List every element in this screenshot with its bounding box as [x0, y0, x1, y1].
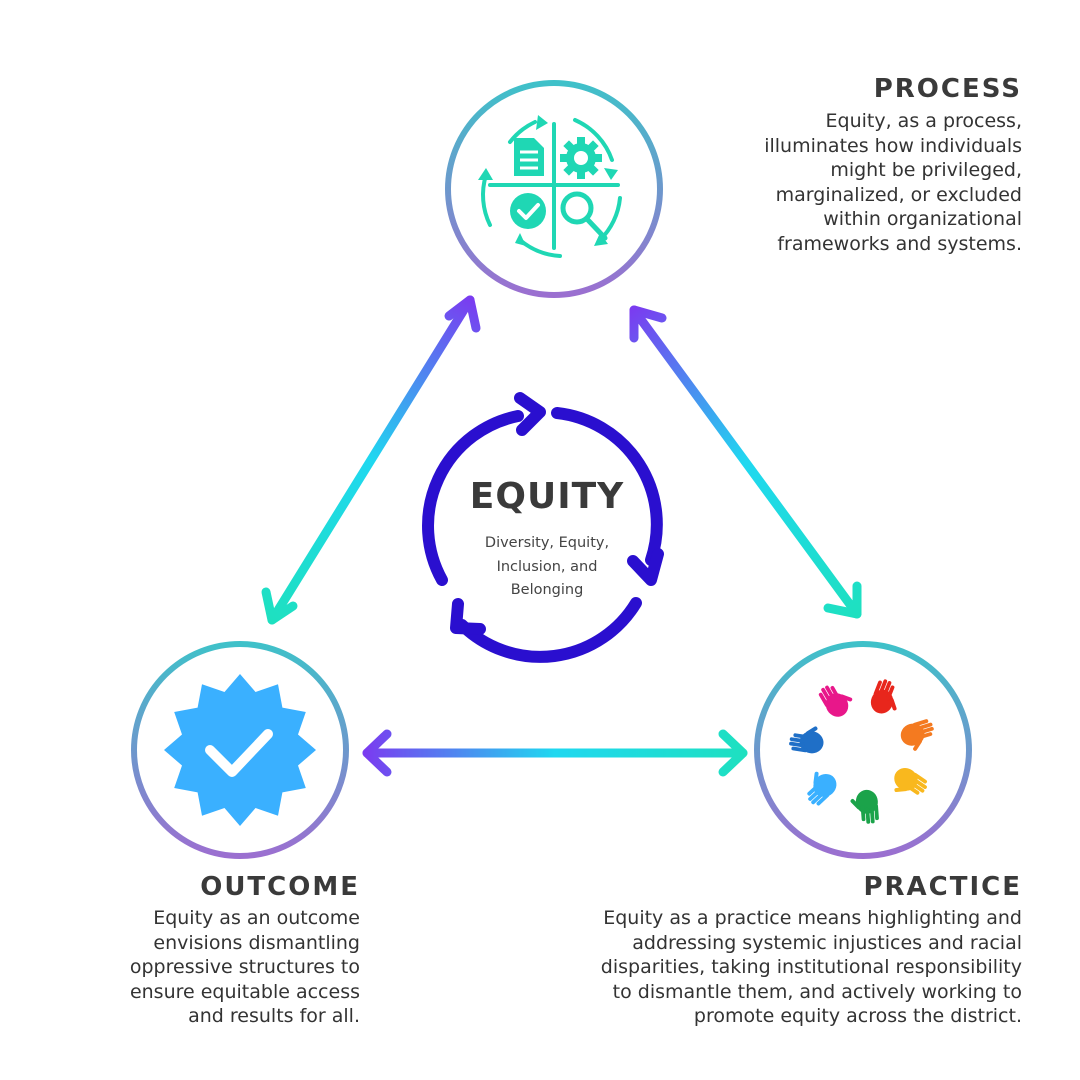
- outcome-heading: OUTCOME: [200, 872, 360, 902]
- hand-icon: [894, 767, 927, 795]
- outcome-line: ensure equitable access: [129, 980, 360, 1003]
- hand-icon: [870, 679, 897, 714]
- process-line: might be privileged,: [830, 159, 1022, 181]
- outcome-line: oppressive structures to: [129, 956, 360, 978]
- process-heading: PROCESS: [873, 74, 1022, 104]
- gear-icon: [560, 137, 602, 179]
- center-subtitle-line: Inclusion, and: [496, 558, 598, 575]
- practice-line: promote equity across the district.: [693, 1005, 1022, 1027]
- center-subtitle-line: Belonging: [510, 582, 584, 598]
- center-title: EQUITY: [469, 476, 625, 517]
- practice-line: to dismantle them, and actively working …: [612, 980, 1022, 1003]
- colorful-hands-icon: [789, 679, 934, 824]
- arrow-process-outcome: [261, 295, 481, 625]
- practice-heading: PRACTICE: [863, 872, 1022, 902]
- outcome-description: Equity as an outcome envisions dismantli…: [130, 906, 360, 1029]
- arrow-process-practice: [629, 305, 862, 619]
- process-cycle-icon: [478, 115, 622, 258]
- hand-icon: [818, 685, 853, 717]
- process-line: illuminates how individuals: [764, 134, 1022, 157]
- practice-line: Equity as a practice means highlighting …: [603, 907, 1022, 929]
- practice-line: addressing systemic injustices and racia…: [632, 931, 1022, 954]
- practice-line: disparities, taking institutional respon…: [600, 956, 1022, 978]
- hand-icon: [900, 719, 934, 751]
- magnifier-icon: [560, 191, 608, 241]
- process-line: frameworks and systems.: [777, 232, 1022, 255]
- document-icon: [514, 138, 544, 176]
- verified-badge-icon: [164, 674, 316, 826]
- process-line: marginalized, or excluded: [775, 183, 1022, 206]
- arrow-outcome-practice: [362, 729, 748, 777]
- outcome-line: envisions dismantling: [153, 931, 360, 954]
- outcome-line: Equity as an outcome: [153, 907, 360, 929]
- process-description: Equity, as a process, illuminates how in…: [764, 109, 1022, 256]
- hand-icon: [807, 771, 837, 806]
- practice-description: Equity as a practice means highlighting …: [601, 906, 1022, 1029]
- center-subtitle-line: Diversity, Equity,: [484, 535, 610, 551]
- center-cycle-icon: [422, 392, 664, 663]
- center-subtitle: Diversity, Equity, Inclusion, and Belong…: [447, 532, 647, 603]
- process-line: within organizational: [823, 208, 1022, 230]
- hand-icon: [789, 726, 824, 754]
- outcome-line: and results for all.: [188, 1005, 360, 1027]
- check-circle-icon: [510, 193, 546, 229]
- hand-icon: [850, 789, 879, 824]
- practice-node-ring: [754, 641, 972, 859]
- process-line: Equity, as a process,: [825, 110, 1022, 132]
